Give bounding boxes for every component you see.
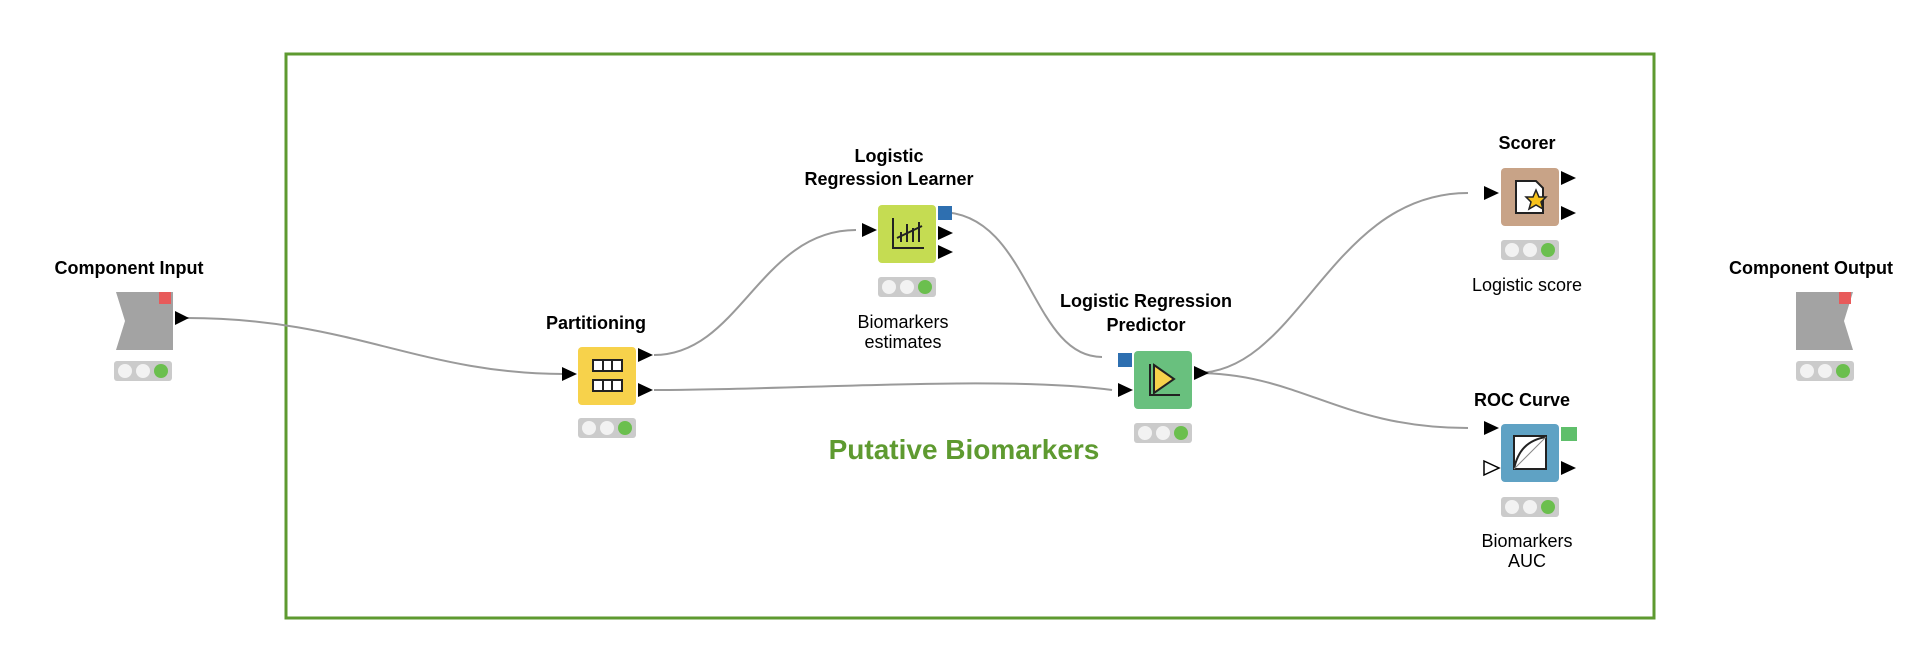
connection-predictor-to-scorer[interactable] — [1195, 192, 1469, 374]
output-port-1[interactable] — [638, 348, 653, 362]
optional-input-port[interactable] — [1483, 459, 1501, 477]
node-title: Partitioning — [546, 313, 646, 333]
annotation-box[interactable] — [284, 52, 1656, 620]
connection-partitioning-to-learner[interactable] — [653, 229, 857, 356]
output-port-3[interactable] — [938, 245, 953, 259]
node-roc-curve[interactable]: ROC Curve Biomarkers AUC — [1474, 390, 1577, 571]
status-traffic-light — [114, 361, 172, 381]
image-output-port[interactable] — [1561, 427, 1577, 441]
component-input-icon — [116, 292, 173, 350]
node-description-line-1: Biomarkers — [857, 312, 948, 332]
connection-learner-to-predictor[interactable] — [939, 211, 1103, 358]
status-traffic-light — [1501, 240, 1559, 260]
node-description-line-2: AUC — [1508, 551, 1546, 571]
flow-variable-port[interactable] — [1839, 292, 1851, 304]
node-component-input[interactable]: Component Input — [55, 258, 204, 381]
output-port-2[interactable] — [938, 226, 953, 240]
output-port-1[interactable] — [1561, 171, 1576, 185]
node-description-line-2: estimates — [864, 332, 941, 352]
node-description-line-1: Biomarkers — [1481, 531, 1572, 551]
connection-predictor-to-roc[interactable] — [1195, 372, 1469, 429]
partitioning-node-body[interactable] — [578, 347, 636, 405]
input-port[interactable] — [862, 223, 877, 237]
regression-learner-icon — [892, 218, 924, 249]
node-component-output[interactable]: Component Output — [1729, 258, 1893, 381]
node-title: Scorer — [1498, 133, 1555, 153]
node-logistic-regression-predictor[interactable]: Logistic Regression Predictor — [1060, 291, 1232, 443]
node-title: Component Output — [1729, 258, 1893, 278]
roc-curve-icon — [1513, 435, 1547, 470]
input-port[interactable] — [562, 367, 577, 381]
component-output-icon — [1796, 292, 1853, 350]
node-title-line-1: Logistic Regression — [1060, 291, 1232, 311]
annotation-label: Putative Biomarkers — [829, 434, 1100, 465]
input-port[interactable] — [1484, 421, 1499, 435]
predictor-icon — [1149, 363, 1180, 396]
node-title: Component Input — [55, 258, 204, 278]
output-port[interactable] — [175, 311, 189, 325]
connection-partitioning-to-predictor[interactable] — [653, 382, 1113, 391]
status-traffic-light — [1501, 497, 1559, 517]
output-port-2[interactable] — [1561, 206, 1576, 220]
model-input-port[interactable] — [1118, 353, 1132, 367]
status-traffic-light — [1134, 423, 1192, 443]
connection-input-to-partitioning[interactable] — [186, 317, 565, 375]
output-port[interactable] — [1194, 366, 1209, 380]
scorer-icon — [1515, 180, 1548, 214]
node-partitioning[interactable]: Partitioning — [546, 313, 653, 438]
output-port[interactable] — [1561, 461, 1576, 475]
model-output-port[interactable] — [938, 206, 952, 220]
input-port[interactable] — [1484, 186, 1499, 200]
flow-variable-port[interactable] — [159, 292, 171, 304]
input-port[interactable] — [1118, 383, 1133, 397]
node-description: Logistic score — [1472, 275, 1582, 295]
output-port-2[interactable] — [638, 383, 653, 397]
node-logistic-regression-learner[interactable]: Logistic Regression Learner Biomarkers e… — [804, 146, 973, 352]
status-traffic-light — [878, 277, 936, 297]
node-title-line-1: Logistic — [854, 146, 923, 166]
node-title-line-2: Regression Learner — [804, 169, 973, 189]
node-title-line-2: Predictor — [1106, 315, 1185, 335]
status-traffic-light — [1796, 361, 1854, 381]
node-scorer[interactable]: Scorer Logistic score — [1472, 133, 1582, 295]
partitioning-icon — [592, 359, 623, 392]
node-title: ROC Curve — [1474, 390, 1570, 410]
status-traffic-light — [578, 418, 636, 438]
